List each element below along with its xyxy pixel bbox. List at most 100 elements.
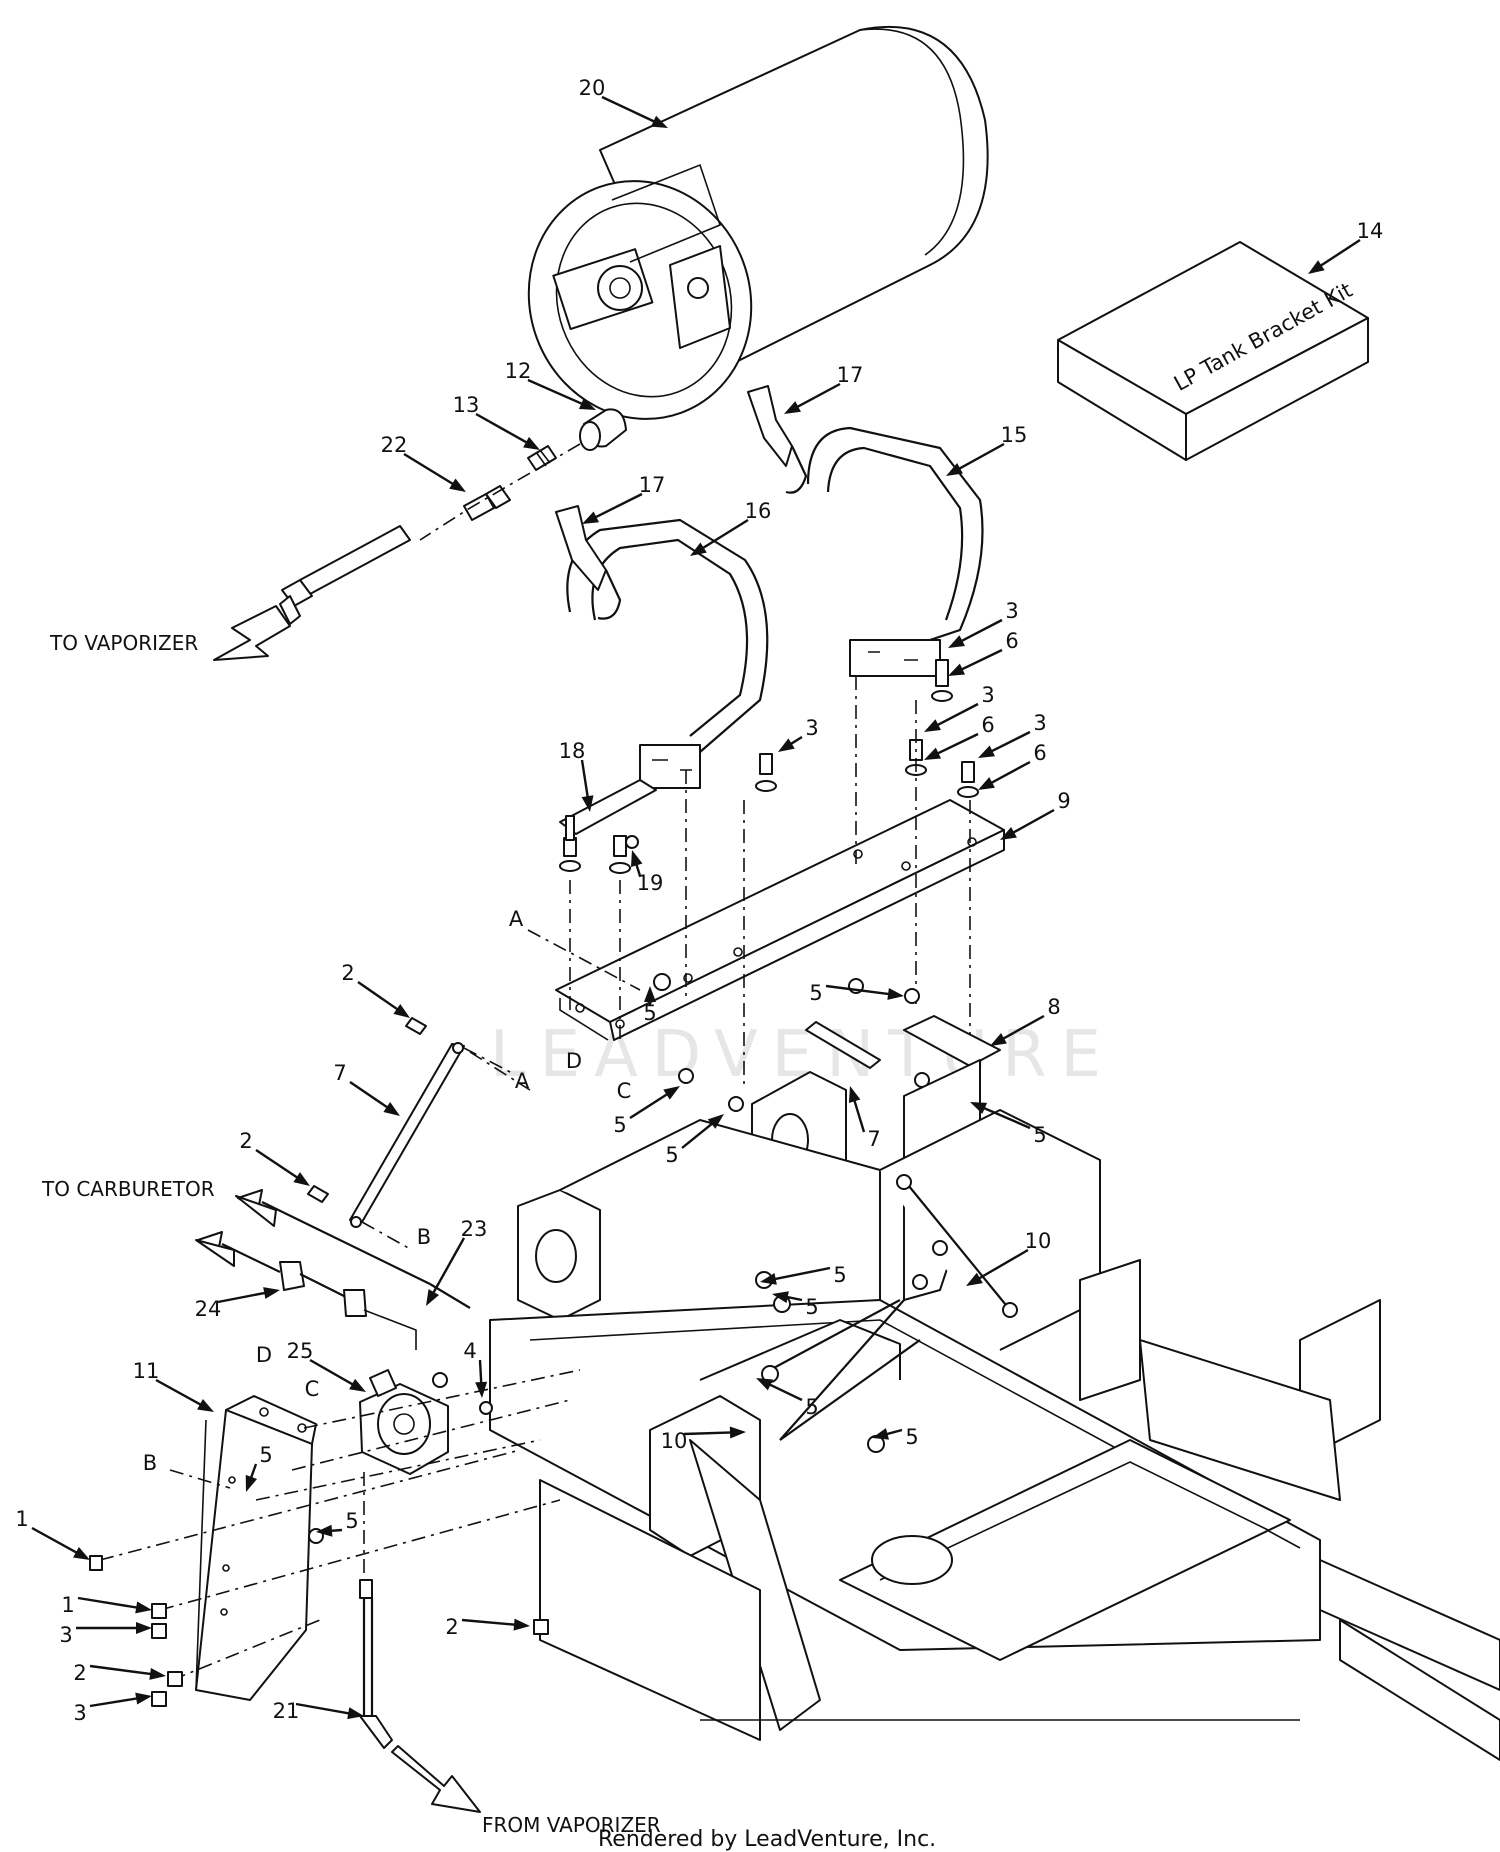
leader-arrowhead-p18: [581, 795, 594, 812]
reference-letter-rC2: C: [305, 1377, 320, 1401]
leader-arrowhead-p7a: [383, 1102, 400, 1116]
from-vaporizer-label: FROM VAPORIZER: [482, 1813, 661, 1837]
part-label-p3b: 3: [981, 683, 994, 707]
lp-tank-bracket-kit-box-14: LP Tank Bracket Kit: [1057, 241, 1369, 461]
leader-arrowhead-p20: [650, 115, 668, 128]
leader-arrowhead-p3e: [136, 1622, 152, 1634]
leader-arrowhead-p17a: [784, 401, 801, 414]
nut-4: [432, 1372, 493, 1415]
leader-arrowhead-p11: [197, 1399, 214, 1412]
leader-line-p22: [403, 452, 459, 488]
fitting-12: [579, 408, 627, 451]
rendered-by-footer: Rendered by LeadVenture, Inc.: [598, 1827, 936, 1852]
leader-arrowhead-p4: [475, 1381, 488, 1398]
part-label-p5c: 5: [613, 1113, 626, 1137]
reference-letter-rD1: D: [566, 1049, 582, 1073]
leader-arrowhead-p5h: [756, 1378, 774, 1391]
to-vaporizer-label: TO VAPORIZER: [49, 631, 198, 655]
part-label-p3c: 3: [1033, 711, 1046, 735]
leader-line-p8: [998, 1014, 1045, 1043]
leader-arrowhead-p5d: [707, 1114, 724, 1129]
leader-line-p12: [527, 378, 588, 408]
fitting-22: [463, 485, 511, 521]
leader-line-p7a: [349, 1081, 393, 1112]
hose-center-line: [419, 443, 581, 541]
part-label-p3d: 3: [805, 716, 818, 740]
leader-line-p2b: [255, 1149, 303, 1182]
leader-arrowhead-p5c: [663, 1086, 680, 1100]
leader-line-p13: [475, 412, 532, 447]
part-label-p3e: 3: [59, 1623, 72, 1647]
leader-line-p10b: [683, 1431, 737, 1436]
part-label-p6a: 6: [1005, 629, 1018, 653]
leader-line-p3a: [956, 618, 1003, 645]
alignment-lines-upper: [469, 676, 971, 1091]
leader-line-p3f: [89, 1696, 143, 1708]
reference-letter-rC1: C: [617, 1079, 632, 1103]
part-label-p18: 18: [559, 739, 586, 763]
part-label-p9: 9: [1057, 789, 1070, 813]
part-label-p5e: 5: [1033, 1123, 1046, 1147]
part-label-p5g: 5: [805, 1295, 818, 1319]
fitting-13: [527, 445, 557, 471]
reference-letter-rD2: D: [256, 1343, 272, 1367]
leader-arrowhead-p10a: [966, 1272, 983, 1286]
leader-arrowhead-p5g: [772, 1291, 789, 1304]
fasteners-1-2-3: [89, 1555, 549, 1707]
pin-bracket-18: [559, 779, 657, 841]
leader-arrowhead-p24: [263, 1287, 280, 1299]
part-label-p6c: 6: [1033, 741, 1046, 765]
leader-line-p1b: [77, 1596, 143, 1610]
leader-line-p17b: [590, 492, 643, 521]
part-label-p17b: 17: [639, 473, 666, 497]
part-label-p5h: 5: [805, 1395, 818, 1419]
leader-arrowhead-p13: [523, 436, 540, 450]
part-label-p11: 11: [133, 1359, 160, 1383]
leader-line-p2d: [89, 1664, 157, 1676]
part-label-p5i: 5: [905, 1425, 918, 1449]
part-label-p4: 4: [463, 1339, 476, 1363]
part-label-p20: 20: [579, 76, 606, 100]
part-label-p13: 13: [453, 393, 480, 417]
leader-arrowhead-p6a: [948, 663, 966, 676]
nut-19: [625, 835, 639, 849]
part-label-p16: 16: [745, 499, 772, 523]
leader-arrowhead-p3c: [978, 745, 995, 758]
reference-letter-rA2: A: [515, 1069, 530, 1093]
part-label-p3f: 3: [73, 1701, 86, 1725]
leader-line-p5h: [764, 1381, 803, 1402]
leader-line-p5e: [978, 1104, 1031, 1130]
part-label-p25: 25: [287, 1339, 314, 1363]
leader-arrowhead-p23: [426, 1289, 440, 1306]
part-label-p5f: 5: [833, 1263, 846, 1287]
leader-line-p5d: [681, 1119, 717, 1149]
leader-line-p2c: [461, 1618, 521, 1627]
leader-line-p24: [217, 1290, 271, 1304]
leader-line-p18: [580, 759, 590, 803]
leader-arrowhead-p5i: [872, 1428, 890, 1440]
leader-arrowhead-p5f: [760, 1272, 777, 1285]
leader-arrowhead-p5e: [970, 1102, 988, 1114]
to-carburetor-arrow-1: [235, 1195, 277, 1227]
leader-arrowhead-p1a: [73, 1547, 90, 1560]
part-label-p10a: 10: [1025, 1229, 1052, 1253]
leader-line-p9: [1008, 808, 1055, 837]
leader-line-p6b: [932, 732, 979, 757]
side-bracket-11: [195, 1395, 317, 1701]
leader-line-p3b: [932, 702, 979, 729]
part-label-p17a: 17: [837, 363, 864, 387]
leader-arrowhead-p6b: [924, 747, 942, 760]
leader-arrowhead-p3d: [778, 738, 795, 752]
part-label-p5b: 5: [809, 981, 822, 1005]
leader-arrowhead-p8: [990, 1032, 1007, 1046]
reference-letter-rB2: B: [143, 1451, 157, 1475]
leader-arrowhead-p10b: [729, 1426, 746, 1439]
tank-strap-latch-17b: [555, 505, 622, 620]
part-label-p7a: 7: [333, 1061, 346, 1085]
leader-arrowhead-p2b: [293, 1172, 310, 1186]
reference-letter-rB1: B: [417, 1225, 431, 1249]
leader-line-p3c: [986, 730, 1031, 755]
vaporizer-route-line: [363, 1309, 417, 1350]
brace-ref-line-a: [463, 1047, 515, 1075]
